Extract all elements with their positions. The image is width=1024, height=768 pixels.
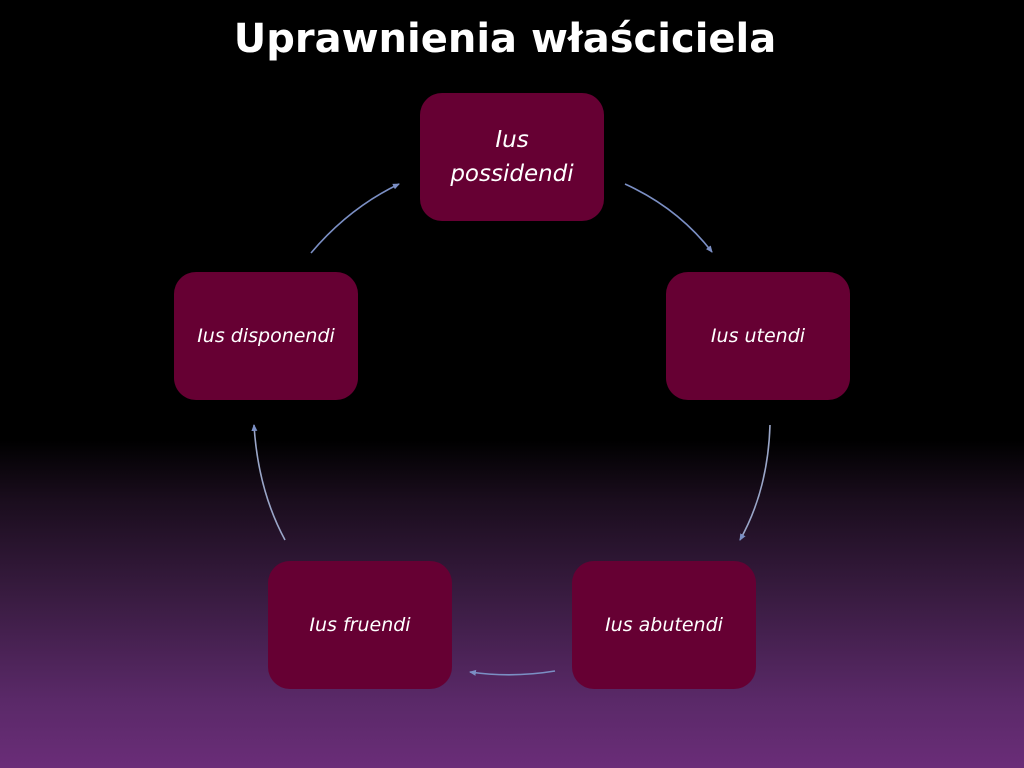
node-label: Ius disponendi	[197, 325, 335, 347]
arrow-abutendi-to-fruendi	[469, 669, 556, 676]
node-label: Ius possidendi	[450, 127, 574, 187]
page-title: Uprawnienia właściciela	[233, 16, 777, 62]
node-label: Ius fruendi	[309, 614, 411, 636]
node-label: Ius utendi	[710, 325, 806, 347]
node-ius-utendi: Ius utendi	[666, 272, 850, 400]
node-ius-abutendi: Ius abutendi	[572, 561, 756, 689]
node-ius-fruendi: Ius fruendi	[268, 561, 452, 689]
arrow-utendi-to-abutendi	[739, 424, 771, 541]
arrow-disponendi-to-possidendi	[310, 183, 400, 254]
node-ius-possidendi: Ius possidendi	[420, 93, 604, 221]
node-label: Ius abutendi	[605, 614, 723, 636]
arrow-possidendi-to-utendi	[624, 183, 713, 253]
node-ius-disponendi: Ius disponendi	[174, 272, 358, 400]
arrow-fruendi-to-disponendi	[251, 424, 286, 541]
